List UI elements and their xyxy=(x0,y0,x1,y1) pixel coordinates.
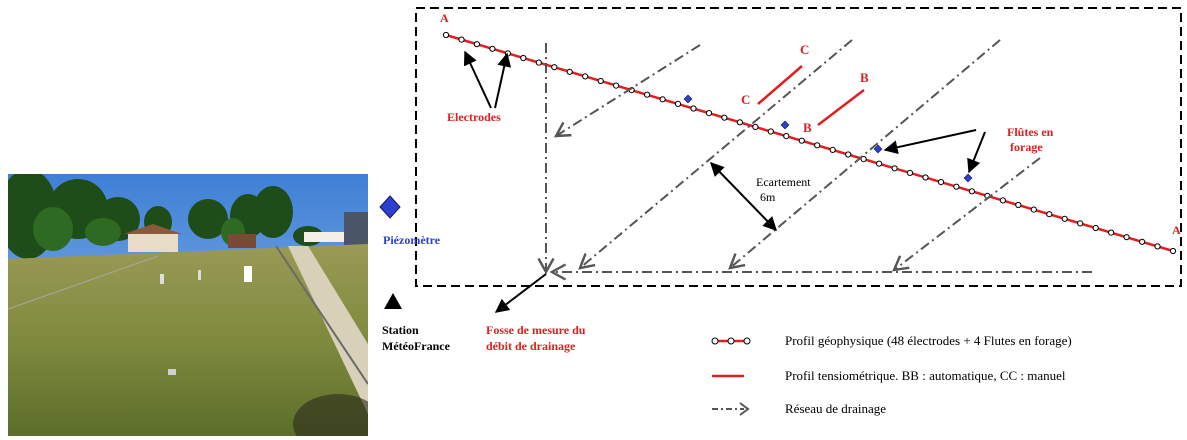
electrode xyxy=(442,31,450,39)
flutes-arrow-1 xyxy=(883,129,977,155)
electrode xyxy=(876,160,883,167)
legend-geophysical-text: Profil géophysique (48 électrodes + 4 Fl… xyxy=(785,333,1072,348)
spacing-arrow xyxy=(710,161,777,232)
field-site-photo xyxy=(8,174,368,436)
electrode xyxy=(922,174,929,181)
electrode xyxy=(674,100,682,108)
electrode xyxy=(752,123,759,131)
label-station-line2: MétéoFrance xyxy=(382,339,451,353)
label-c-lower: C xyxy=(741,92,750,107)
electrode xyxy=(551,64,558,71)
drainage-network xyxy=(537,39,1092,281)
electrode xyxy=(829,146,836,153)
electrode xyxy=(860,156,867,163)
label-a-start: A xyxy=(440,11,449,25)
electrode xyxy=(1030,206,1037,213)
label-electrodes: Electrodes xyxy=(447,110,501,124)
annotation-arrows xyxy=(463,50,986,313)
electrode xyxy=(767,128,774,135)
weather-station-symbol xyxy=(384,293,402,309)
electrode xyxy=(1046,211,1053,218)
electrode xyxy=(721,114,728,121)
electrodes-arrow-2 xyxy=(494,52,512,109)
electrode xyxy=(1077,220,1084,227)
field-photo-graphic xyxy=(8,174,368,436)
label-pit-line1: Fosse de mesure du xyxy=(486,323,586,337)
electrode xyxy=(906,169,914,176)
legend: Profil géophysique (48 électrodes + 4 Fl… xyxy=(711,333,1072,416)
borehole-flutes xyxy=(683,94,973,183)
label-piezometer: Piézomètre xyxy=(383,233,441,247)
electrode xyxy=(489,45,496,52)
label-c-upper: C xyxy=(800,42,809,57)
pit-arrow xyxy=(494,273,547,313)
legend-drainage-symbol xyxy=(712,402,750,416)
electrode xyxy=(845,151,852,158)
label-b-upper: B xyxy=(860,70,869,85)
label-b-lower: B xyxy=(803,120,812,135)
electrode xyxy=(1123,234,1130,241)
flute-marker-3 xyxy=(873,144,883,154)
electrode xyxy=(613,82,620,89)
electrode xyxy=(535,59,542,66)
flute-marker-2 xyxy=(780,120,790,130)
electrode xyxy=(473,41,480,48)
electrode xyxy=(566,68,573,75)
electrode xyxy=(953,183,960,190)
label-spacing-line1: Ecartement xyxy=(756,175,811,189)
drain-lateral-2 xyxy=(578,39,853,270)
electrode xyxy=(659,96,666,103)
flute-marker-4 xyxy=(963,173,973,183)
electrode xyxy=(520,54,527,62)
electrode xyxy=(736,119,744,126)
electrode xyxy=(1169,247,1177,255)
legend-geophysical-symbol xyxy=(711,337,751,345)
electrode xyxy=(937,179,945,186)
electrode-markers xyxy=(442,31,1177,255)
tensiometric-profile-bb xyxy=(817,89,865,126)
electrode xyxy=(644,91,651,98)
electrode xyxy=(705,110,713,117)
tensiometric-profile-cc xyxy=(757,65,803,105)
electrode xyxy=(891,165,898,172)
electrode xyxy=(1092,224,1099,232)
electrode xyxy=(1108,229,1115,236)
flutes-arrow-2 xyxy=(967,131,986,174)
label-flutes-line2: forage xyxy=(1010,140,1043,154)
label-station-line1: Station xyxy=(382,323,419,337)
electrode xyxy=(1061,215,1068,222)
drain-lateral-1 xyxy=(553,44,701,138)
electrode xyxy=(999,197,1007,204)
electrode xyxy=(783,133,790,140)
study-area-frame xyxy=(415,7,1182,287)
electrode xyxy=(1139,238,1146,245)
piezometer-symbol xyxy=(379,195,401,219)
electrode xyxy=(458,36,465,43)
electrode xyxy=(1154,243,1161,250)
legend-drainage-text: Réseau de drainage xyxy=(785,401,886,416)
flute-marker-1 xyxy=(683,94,693,104)
label-flutes-line1: Flûtes en xyxy=(1007,125,1054,139)
electrode xyxy=(582,73,589,80)
electrode xyxy=(1015,201,1022,209)
legend-tensiometric-text: Profil tensiométrique. BB : automatique,… xyxy=(785,368,1066,383)
label-pit-line2: débit de drainage xyxy=(486,339,576,353)
electrode xyxy=(814,142,821,149)
electrodes-arrow-1 xyxy=(463,50,492,109)
electrode xyxy=(968,188,976,195)
label-a-end: A xyxy=(1172,223,1181,237)
electrode xyxy=(597,77,604,85)
electrode xyxy=(798,137,805,144)
electrode xyxy=(690,105,697,112)
label-spacing-line2: 6m xyxy=(760,190,776,204)
